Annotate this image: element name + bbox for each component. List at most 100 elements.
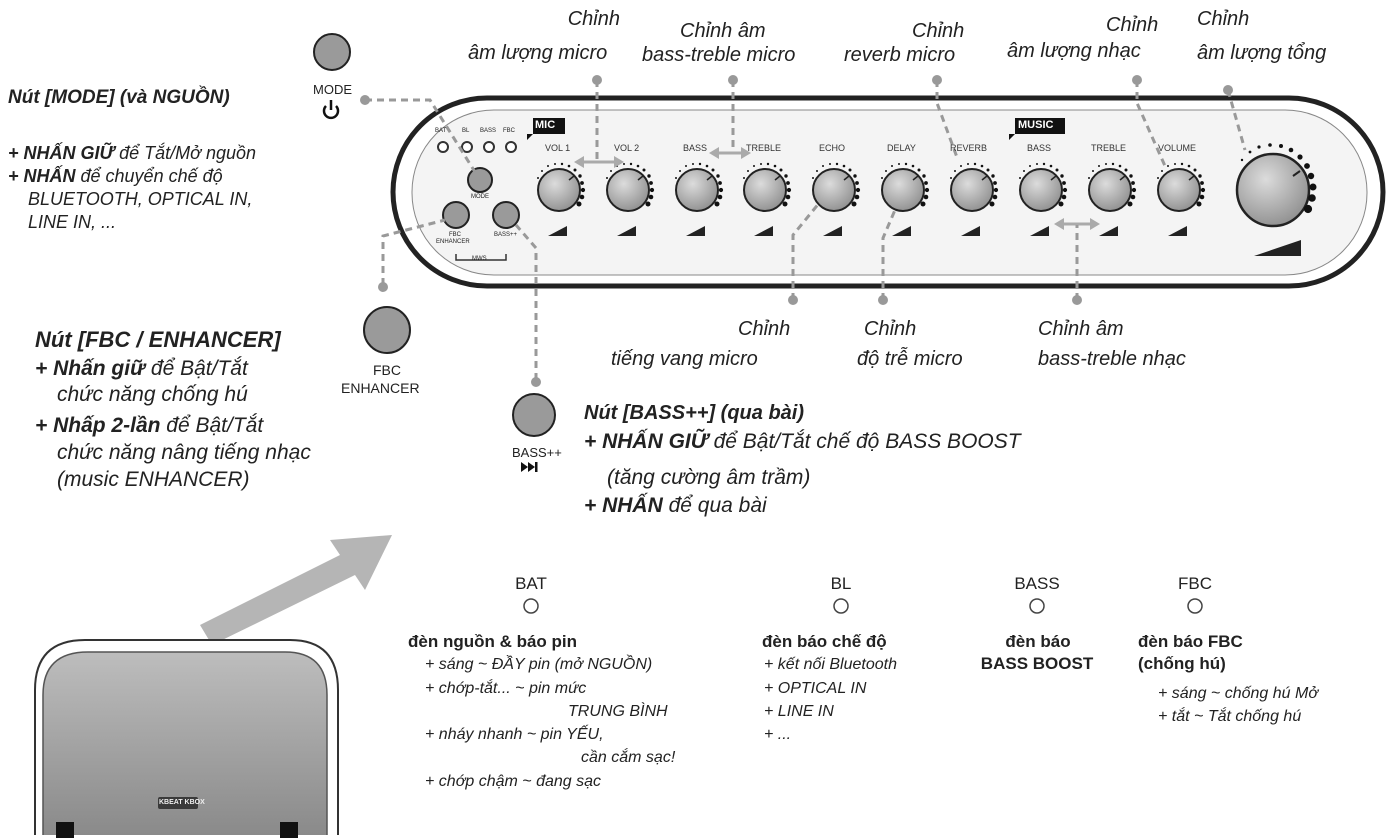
annotation-reverb-1: Chỉnh — [912, 20, 965, 42]
knob-mic-bass — [675, 168, 719, 212]
bass-line-2: (tăng cường âm trầm) — [607, 466, 811, 489]
knob-label-reverb: REVERB — [950, 143, 988, 153]
led-bl-desc-title: đèn báo chế độ — [762, 632, 887, 651]
led-fbc-desc-title: đèn báo FBC — [1138, 632, 1243, 651]
power-icon — [322, 100, 340, 120]
knob-delay — [881, 168, 925, 212]
mws-bracket — [455, 254, 507, 261]
mode-button-large — [313, 33, 351, 71]
led-fbc — [505, 141, 517, 153]
panel-led-label-bass: BASS — [480, 128, 497, 134]
annotation-music-bass-treble-2: bass-treble nhạc — [1038, 348, 1186, 370]
fbc-line-5: (music ENHANCER) — [57, 468, 250, 491]
knob-label-mic-bass: BASS — [683, 143, 708, 153]
annotation-reverb-2: reverb micro — [844, 44, 956, 66]
annotation-delay-2: độ trễ micro — [857, 348, 963, 370]
panel-bass-button — [492, 201, 520, 229]
bass-line-3: + NHẤN để qua bài — [584, 494, 767, 517]
fbc-line-1: + Nhấn giữ để Bật/Tắt — [35, 357, 248, 380]
annotation-delay-1: Chỉnh — [864, 318, 917, 340]
knob-label-music-bass: BASS — [1027, 143, 1052, 153]
knob-ramps — [548, 226, 1301, 256]
led-bat-desc-title: đèn nguồn & báo pin — [408, 632, 578, 651]
mode-line-3: BLUETOOTH, OPTICAL IN, — [28, 189, 253, 209]
led-fbc-line-2: + tắt ~ Tắt chống hú — [1158, 708, 1302, 725]
speaker-illustration — [34, 639, 339, 838]
annotation-master-volume-1: Chỉnh — [1197, 8, 1250, 30]
knob-vol2 — [606, 168, 650, 212]
led-bat-line-6: + chớp chậm ~ đang sạc — [425, 773, 601, 790]
led-bl-line-3: + LINE IN — [764, 703, 834, 720]
double-arrows — [574, 147, 1100, 230]
panel-led-label-bl: BL — [462, 128, 470, 134]
led-title-bass: BASS — [1014, 574, 1060, 593]
annotation-music-bass-treble-1: Chỉnh âm — [1038, 318, 1124, 340]
mic-tag-shape — [527, 118, 565, 140]
speaker-logo — [158, 797, 198, 809]
knob-label-music-treble: TREBLE — [1091, 143, 1127, 153]
led-fbc-line-1: + sáng ~ chống hú Mở — [1158, 685, 1318, 702]
panel-led-label-bat: BAT — [435, 128, 447, 134]
led-bl-line-4: + ... — [764, 726, 792, 743]
annotation-mic-volume-1: Chỉnh — [567, 8, 620, 30]
annotation-echo-2: tiếng vang micro — [611, 348, 758, 370]
panel-led-label-fbc: FBC — [503, 128, 515, 134]
knob-music-bass — [1019, 168, 1063, 212]
music-tag: MUSIC — [1018, 119, 1054, 131]
led-title-fbc: FBC — [1178, 574, 1212, 593]
led-bl-line-1: + kết nối Bluetooth — [764, 656, 897, 673]
fbc-button-large — [363, 306, 411, 354]
fbc-button-label-2: ENHANCER — [341, 380, 420, 396]
mic-tag: MIC — [535, 119, 556, 131]
mode-title: Nút [MODE] (và NGUỒN) — [8, 87, 230, 108]
knob-label-echo: ECHO — [819, 143, 846, 153]
led-bat-line-2: + chớp-tắt... ~ pin mức — [425, 680, 587, 697]
pointer-arrow — [200, 535, 392, 645]
annotation-echo-1: Chỉnh — [738, 318, 791, 340]
fbc-title: Nút [FBC / ENHANCER] — [35, 327, 281, 352]
knob-label-vol1: VOL 1 — [545, 143, 571, 153]
led-bat-line-1: + sáng ~ ĐẦY pin (mở NGUỒN) — [425, 656, 653, 673]
led-bass-desc-title-2: BASS BOOST — [980, 654, 1094, 673]
mode-button-label: MODE — [313, 82, 352, 97]
panel-bass-label: BASS++ — [494, 232, 518, 238]
mode-line-4: LINE IN, ... — [28, 212, 117, 232]
annotation-master-volume-2: âm lượng tổng — [1197, 42, 1327, 64]
fbc-button-label-1: FBC — [373, 362, 401, 378]
annotation-mic-bass-treble-1: Chỉnh âm — [680, 20, 766, 42]
led-bat-line-4: + nháy nhanh ~ pin YẾU, — [425, 726, 604, 743]
bass-line-1: + NHẤN GIỮ để Bật/Tắt chế độ BASS BOOST — [584, 430, 1021, 453]
leader-lines — [365, 80, 1247, 380]
led-bat — [437, 141, 449, 153]
bass-button-label: BASS++ — [512, 445, 562, 460]
speaker-logo-text: KBEAT KBOX — [159, 799, 205, 806]
annotation-music-volume-1: Chỉnh — [1106, 14, 1159, 36]
fbc-line-3: + Nhấp 2-lần để Bật/Tắt — [35, 414, 264, 437]
knobs — [537, 152, 1311, 228]
led-bass — [483, 141, 495, 153]
fbc-line-4: chức năng nâng tiếng nhạc — [57, 441, 311, 464]
knob-echo — [812, 168, 856, 212]
mode-line-1: + NHẤN GIỮ để Tắt/Mở nguồn — [8, 143, 257, 163]
annotation-mic-bass-treble-2: bass-treble micro — [642, 44, 796, 66]
knob-label-mic-treble: TREBLE — [746, 143, 782, 153]
panel-mode-button — [467, 167, 493, 193]
panel-leds — [437, 141, 517, 153]
led-fbc-desc-title-2: (chống hú) — [1138, 654, 1226, 673]
panel-fbc-label-2: ENHANCER — [436, 239, 470, 245]
mode-line-2: + NHẤN để chuyển chế độ — [8, 166, 223, 186]
knob-label-delay: DELAY — [887, 143, 916, 153]
led-bass-desc-title: đèn báo — [1005, 632, 1071, 651]
led-bat-line-5: cần cắm sạc! — [581, 749, 676, 766]
legend-leds — [523, 598, 1203, 614]
panel-mws-label: MWS — [472, 256, 487, 262]
knob-master-volume — [1235, 152, 1311, 228]
music-tag-shape — [1009, 118, 1065, 140]
knob-reverb — [950, 168, 994, 212]
annotation-mic-volume-2: âm lượng micro — [468, 42, 608, 64]
knob-music-volume — [1157, 168, 1201, 212]
fbc-line-2: chức năng chống hú — [57, 383, 248, 406]
knob-scales — [537, 143, 1317, 214]
knob-vol1 — [537, 168, 581, 212]
